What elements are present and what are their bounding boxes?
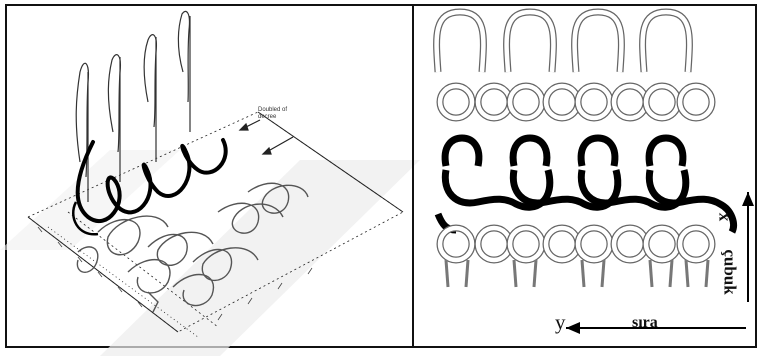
axis-horizontal-label: sıra: [632, 314, 658, 332]
doubled-callout-label: Doubled of decree: [258, 107, 300, 121]
axis-x-label: x: [714, 213, 734, 222]
axis-vertical-label: çubuk: [720, 249, 740, 294]
axis-y-label: y: [555, 310, 566, 335]
knit-fabric-diagram: [416, 2, 760, 346]
knitting-3d-diagram: [8, 2, 410, 342]
panel-divider: [412, 4, 414, 348]
